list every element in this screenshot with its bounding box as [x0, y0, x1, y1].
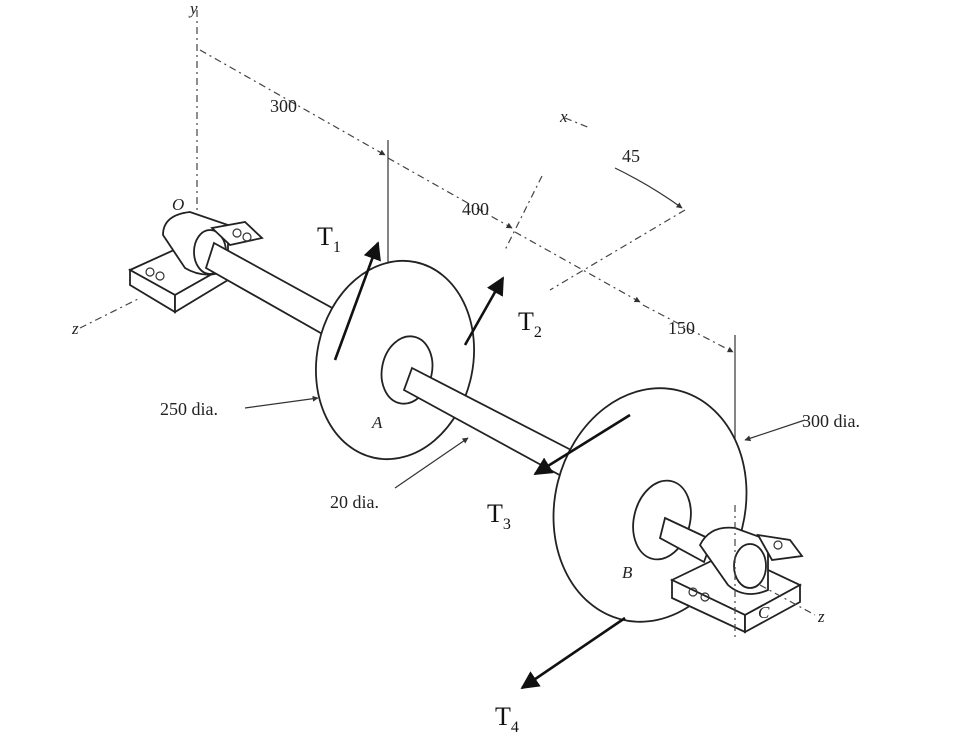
t3-arrow [533, 413, 631, 476]
force-arrows [333, 241, 631, 690]
point-o-label: O [172, 195, 184, 214]
t2-arrow [463, 276, 505, 346]
dimension-lines [199, 49, 736, 440]
t4-arrow [520, 616, 626, 690]
bearing-c: C [669, 526, 804, 634]
z-axis-label: z [71, 319, 79, 338]
t1-label: T1 [317, 222, 341, 256]
dim-oa: 300 [270, 96, 297, 116]
angle-label: 45 [622, 146, 640, 166]
diameter-leaders [244, 395, 806, 489]
point-a-label: A [371, 413, 383, 432]
t3-label: T3 [487, 499, 511, 533]
point-b-label: B [622, 563, 633, 582]
angle-reference: x 45 [504, 107, 686, 291]
pulley-b-diameter: 300 dia. [802, 411, 860, 431]
dim-ab: 400 [462, 199, 489, 219]
bearing-o: O [128, 195, 264, 314]
x-axis-label: x [559, 107, 568, 126]
t4-label: T4 [495, 702, 519, 736]
z-axis: z [71, 297, 141, 338]
z-axis-right-label: z [817, 607, 825, 626]
shaft-bc [658, 516, 714, 564]
pulley-a: A [315, 259, 475, 461]
dim-bc: 150 [668, 318, 695, 338]
t2-label: T2 [518, 307, 542, 341]
z-axis-right: z [734, 505, 825, 640]
pulley-a-diameter: 250 dia. [160, 399, 218, 419]
y-axis: y [188, 0, 198, 225]
t1-arrow [333, 241, 381, 361]
shaft-diameter: 20 dia. [330, 492, 379, 512]
y-axis-label: y [188, 0, 198, 18]
point-c-label: C [758, 603, 770, 622]
